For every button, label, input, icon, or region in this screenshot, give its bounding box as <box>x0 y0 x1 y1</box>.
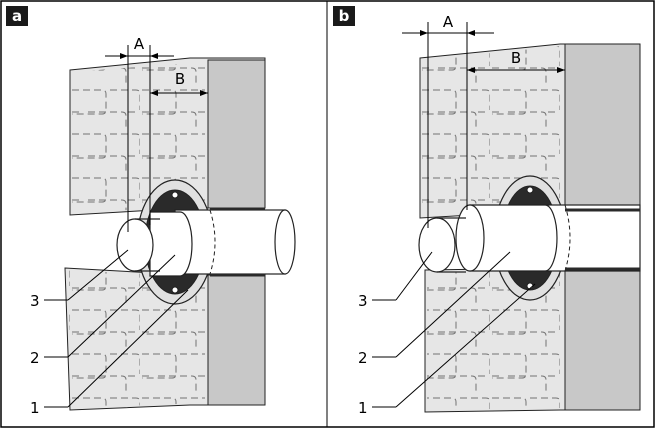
panel-b-dim-a-arrow-right <box>467 30 475 36</box>
panel-a-dim-b-label: B <box>175 70 185 88</box>
panel-a-wall-lower-side <box>207 274 266 406</box>
panel-b-dim-b-arrow-right <box>557 67 565 73</box>
panel-b-dim-b-arrow-left <box>467 67 475 73</box>
panel-b-badge-label: b <box>339 7 350 25</box>
panel-a-badge <box>6 6 28 26</box>
panel-a-inner-pipe <box>116 218 154 272</box>
panel-a-brick-upper <box>72 62 205 213</box>
panel-a-callout-2: 2 <box>30 349 40 367</box>
panel-a: a A <box>6 6 296 417</box>
panel-b-leader-2b <box>395 251 511 358</box>
panel-b-outer-pipe <box>469 204 558 272</box>
panel-b-dim-a-label: A <box>443 13 454 31</box>
panel-a-pipe-end <box>274 209 296 275</box>
panel-b-wall-lower-side <box>564 267 641 411</box>
panel-b-callout-2: 2 <box>358 349 368 367</box>
panel-b-inner-pipe <box>418 217 456 273</box>
panel-a-callout-1: 1 <box>30 399 40 417</box>
panel-b-callout-1: 1 <box>358 399 368 417</box>
panel-b-dim-b-label: B <box>511 49 521 67</box>
panel-a-dim-b-arrow-left <box>150 90 158 96</box>
panel-a-leader-1b <box>67 289 189 408</box>
panel-b-wall-upper-side <box>564 43 641 211</box>
panel-a-leader-3b <box>67 249 129 301</box>
panel-a-badge-label: a <box>12 7 22 25</box>
panel-b-dim-a-arrow-left <box>420 30 428 36</box>
panel-b-callout-3: 3 <box>358 292 368 310</box>
panel-b-screw-top <box>526 186 534 194</box>
panel-a-wall-upper-side <box>207 59 266 209</box>
panel-a-dim-a-label: A <box>134 35 145 53</box>
panel-a-callout-3: 3 <box>30 292 40 310</box>
panel-a-screw-top <box>171 191 179 199</box>
panel-b-outer-pipe-end <box>455 204 485 272</box>
panel-a-screw-bottom <box>171 286 179 294</box>
panel-a-dim-a-arrow-right <box>150 53 158 59</box>
panel-b-leader-1b <box>395 283 536 408</box>
panel-a-leader-2b <box>67 254 176 358</box>
panel-a-pipe-joint <box>209 209 216 275</box>
panel-a-dim-b-arrow-right <box>200 90 208 96</box>
panel-b-brick-lower <box>427 270 562 410</box>
panel-a-outer-pipe <box>149 211 193 277</box>
panel-b-badge <box>333 6 355 26</box>
panel-b-leader-3b <box>395 251 433 301</box>
panel-a-dim-a-arrow-left <box>120 53 128 59</box>
panel-b-brick-upper <box>422 46 562 216</box>
panel-b: b A B <box>333 6 641 417</box>
